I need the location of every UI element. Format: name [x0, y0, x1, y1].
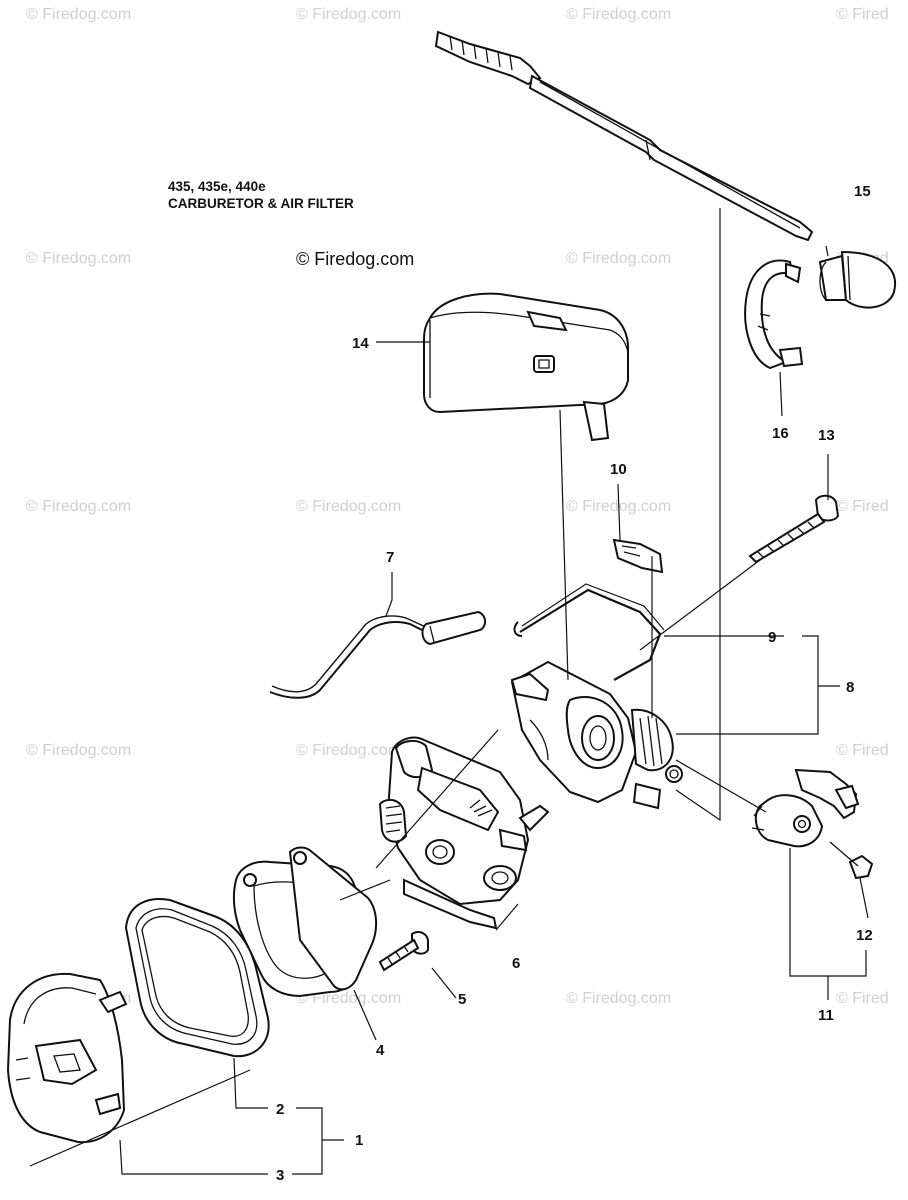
copyright-notice: © Firedog.com [296, 249, 415, 269]
callout-14: 14 [352, 335, 369, 352]
choke-rod-icon [269, 610, 486, 699]
screw-icon [748, 494, 840, 564]
clip-icon [612, 538, 664, 574]
watermark: © Firedog.com [296, 6, 402, 23]
callout-4: 4 [376, 1042, 385, 1059]
watermark: © Fired [836, 498, 889, 515]
callout-15: 15 [854, 183, 871, 200]
filter-holder-icon [6, 972, 128, 1144]
callout-13: 13 [818, 427, 835, 444]
watermark: © Fired [836, 6, 889, 23]
callout-1: 1 [355, 1132, 363, 1149]
watermark: © Firedog.com [296, 742, 402, 759]
callout-8: 8 [846, 679, 854, 696]
watermark: © Firedog.com [26, 250, 132, 267]
watermark: © Firedog.com [296, 990, 402, 1007]
watermark: © Firedog.com [26, 742, 132, 759]
leader-lines [29, 208, 869, 1175]
watermark: © Firedog.com [566, 990, 672, 1007]
callout-16: 16 [772, 425, 789, 442]
spring-wire-icon [513, 583, 665, 681]
carburetor-holder-icon [510, 660, 683, 810]
callout-9: 9 [768, 629, 776, 646]
callout-12: 12 [856, 927, 873, 944]
fuel-hose-icon [744, 259, 804, 370]
callout-10: 10 [610, 461, 627, 478]
air-filter-cover-icon [423, 292, 629, 442]
primer-bulb-icon [818, 250, 897, 309]
watermark: © Fired [836, 742, 889, 759]
air-filter-element-icon [124, 898, 270, 1058]
watermark: © Firedog.com [566, 6, 672, 23]
watermark: © Firedog.com [26, 498, 132, 515]
section-title: CARBURETOR & AIR FILTER [168, 196, 354, 211]
screw-icon [378, 931, 429, 972]
carburetor-icon [378, 736, 550, 930]
diagram-title: 435, 435e, 440e CARBURETOR & AIR FILTER [168, 178, 354, 212]
watermark: © Firedog.com [566, 250, 672, 267]
callout-2: 2 [276, 1101, 284, 1118]
callout-5: 5 [458, 991, 466, 1008]
callout-7: 7 [386, 549, 394, 566]
callout-11: 11 [818, 1007, 834, 1024]
callout-3: 3 [276, 1167, 284, 1184]
intake-gasket-icon [232, 846, 378, 998]
watermark: © Fired [836, 990, 889, 1007]
watermark: © Firedog.com [296, 498, 402, 515]
choke-lever-icon [751, 768, 874, 880]
throttle-cable-icon [434, 30, 814, 242]
callout-6: 6 [512, 955, 520, 972]
model-list: 435, 435e, 440e [168, 179, 266, 194]
watermark: © Firedog.com [26, 6, 132, 23]
